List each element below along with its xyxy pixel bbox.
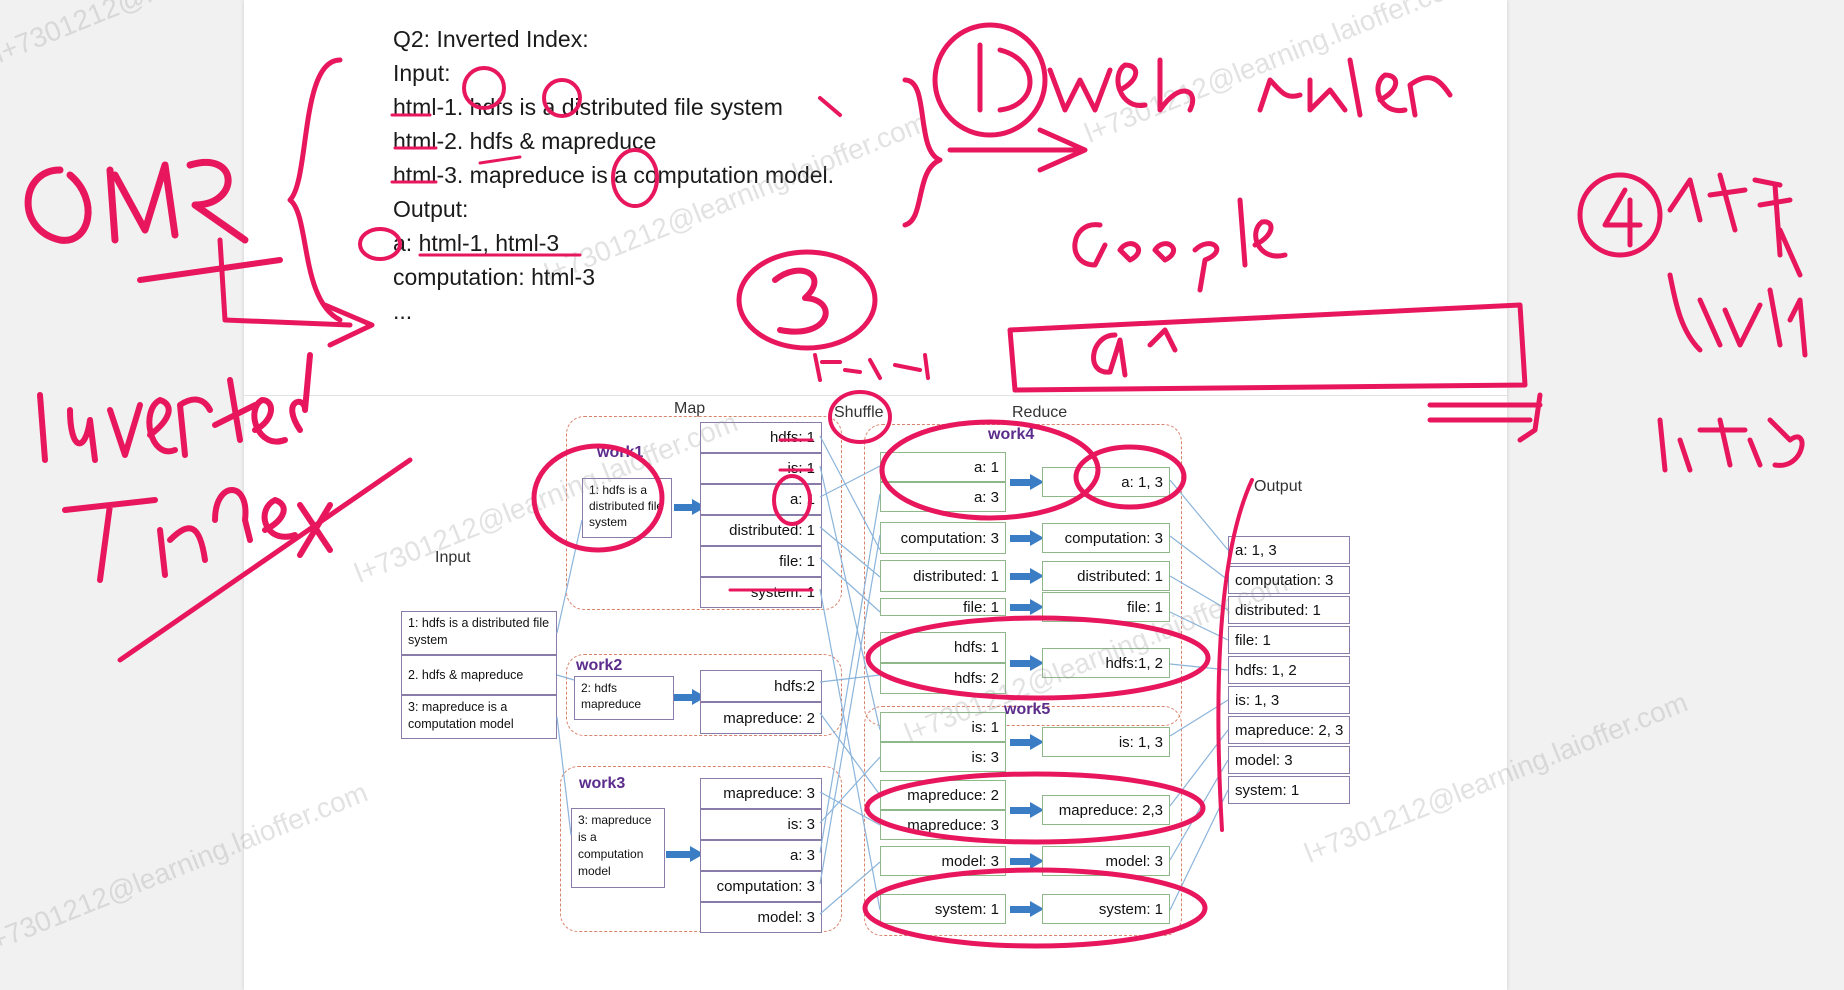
shuffle-pair-4-1: file: 1 bbox=[880, 598, 1006, 616]
map-pair-w3-1: mapreduce: 3 bbox=[700, 778, 822, 809]
reduce-arrow-5 bbox=[1010, 655, 1044, 671]
map-pair-w1-1: hdfs: 1 bbox=[700, 422, 822, 453]
map-worker-group-1 bbox=[566, 416, 842, 610]
reduce-label: Reduce bbox=[1012, 404, 1068, 421]
reduce-arrow-1 bbox=[1010, 474, 1044, 490]
shuffle-pair-1-1: a: 1 bbox=[880, 452, 1006, 482]
input-doc-3: 3: mapreduce is a computation model bbox=[401, 695, 557, 739]
shuffle-pair-5-1: hdfs: 1 bbox=[880, 632, 1006, 663]
worker2-doc: 2: hdfs mapreduce bbox=[574, 676, 674, 720]
map-pair-w2-1: hdfs:2 bbox=[700, 670, 822, 702]
map-pair-w2-2: mapreduce: 2 bbox=[700, 702, 822, 734]
reduce-arrow-3 bbox=[1010, 568, 1044, 584]
worker3-doc: 3: mapreduce is a computation model bbox=[571, 808, 665, 888]
output-entry-6: is: 1, 3 bbox=[1228, 686, 1350, 714]
output-entry-1: a: 1, 3 bbox=[1228, 536, 1350, 564]
reduce-result-9: system: 1 bbox=[1042, 894, 1170, 924]
reduce-arrow-7 bbox=[1010, 802, 1044, 818]
question-text-block: Q2: Inverted Index: Input: html-1. hdfs … bbox=[393, 22, 834, 328]
reduce-worker-group-5 bbox=[864, 706, 1182, 936]
output-entry-8: model: 3 bbox=[1228, 746, 1350, 774]
worker1-doc: 1: hdfs is a distributed file system bbox=[582, 478, 672, 538]
input-title: Input bbox=[435, 549, 471, 566]
shuffle-pair-6-1: is: 1 bbox=[880, 712, 1006, 742]
input-label: Input: bbox=[393, 60, 451, 86]
map-pair-w3-2: is: 3 bbox=[700, 809, 822, 840]
document-page bbox=[244, 0, 1507, 990]
map-worker-group-2 bbox=[566, 654, 842, 736]
reduce-worker-name-5: work5 bbox=[1004, 701, 1051, 718]
output-entry-7: mapreduce: 2, 3 bbox=[1228, 716, 1350, 744]
output-title: Output bbox=[1254, 478, 1303, 495]
reduce-result-5: hdfs:1, 2 bbox=[1042, 648, 1170, 678]
output-label: Output: bbox=[393, 196, 469, 222]
worker-name-3: work3 bbox=[579, 775, 626, 792]
reduce-worker-name-4: work4 bbox=[988, 426, 1035, 443]
shuffle-pair-6-2: is: 3 bbox=[880, 742, 1006, 772]
shuffle-label: Shuffle bbox=[834, 404, 884, 421]
input-doc-1: 1: hdfs is a distributed file system bbox=[401, 611, 557, 655]
map-pair-w1-5: file: 1 bbox=[700, 546, 822, 577]
map-pair-w3-5: model: 3 bbox=[700, 902, 822, 933]
input-line-1: html-1. hdfs is a distributed file syste… bbox=[393, 94, 783, 120]
reduce-result-3: distributed: 1 bbox=[1042, 561, 1170, 591]
map-pair-w3-4: computation: 3 bbox=[700, 871, 822, 902]
reduce-arrow-9 bbox=[1010, 901, 1044, 917]
output-line-1: a: html-1, html-3 bbox=[393, 230, 560, 256]
output-entry-2: computation: 3 bbox=[1228, 566, 1350, 594]
question-title: Q2: Inverted Index: bbox=[393, 26, 589, 52]
map-pair-w1-4: distributed: 1 bbox=[700, 515, 822, 546]
reduce-result-4: file: 1 bbox=[1042, 592, 1170, 622]
reduce-result-1: a: 1, 3 bbox=[1042, 467, 1170, 497]
map-pair-w3-3: a: 3 bbox=[700, 840, 822, 871]
output-entry-5: hdfs: 1, 2 bbox=[1228, 656, 1350, 684]
reduce-arrow-4 bbox=[1010, 599, 1044, 615]
map-pair-w1-6: system: 1 bbox=[700, 577, 822, 608]
shuffle-pair-9-1: system: 1 bbox=[880, 894, 1006, 924]
output-line-2: computation: html-3 bbox=[393, 264, 595, 290]
input-line-2: html-2. hdfs & mapreduce bbox=[393, 128, 657, 154]
output-line-3: ... bbox=[393, 298, 413, 324]
map-label: Map bbox=[674, 400, 706, 417]
reduce-arrow-6 bbox=[1010, 734, 1044, 750]
input-doc-2: 2. hdfs & mapreduce bbox=[401, 655, 557, 695]
output-entry-4: file: 1 bbox=[1228, 626, 1350, 654]
output-entry-3: distributed: 1 bbox=[1228, 596, 1350, 624]
shuffle-pair-2-1: computation: 3 bbox=[880, 522, 1006, 554]
reduce-result-2: computation: 3 bbox=[1042, 523, 1170, 553]
reduce-result-7: mapreduce: 2,3 bbox=[1042, 795, 1170, 825]
worker-name-2: work2 bbox=[576, 657, 623, 674]
reduce-arrow-2 bbox=[1010, 530, 1044, 546]
reduce-arrow-8 bbox=[1010, 853, 1044, 869]
reduce-result-6: is: 1, 3 bbox=[1042, 727, 1170, 757]
shuffle-pair-3-1: distributed: 1 bbox=[880, 560, 1006, 592]
shuffle-pair-7-1: mapreduce: 2 bbox=[880, 780, 1006, 810]
output-entry-9: system: 1 bbox=[1228, 776, 1350, 804]
